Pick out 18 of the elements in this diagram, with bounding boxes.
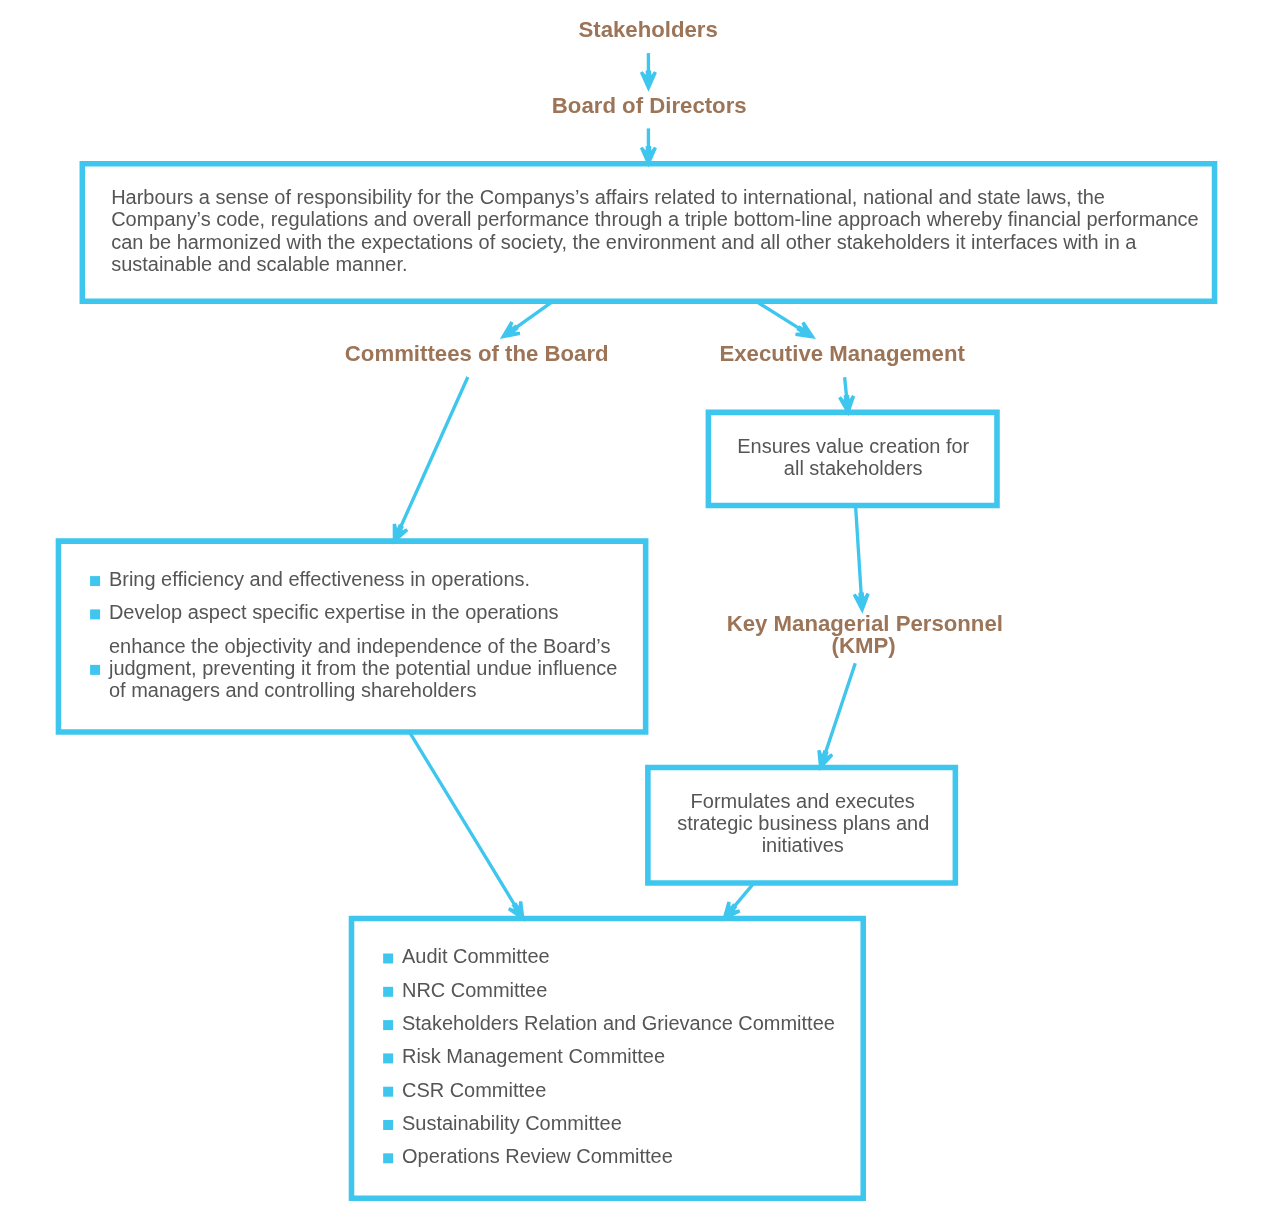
arrow: [407, 731, 524, 921]
node-text: Stakeholders: [578, 17, 718, 43]
node-text: Board of Directors: [551, 92, 747, 118]
node-box: Harbours a sense of responsibility for the Companys’s affairs related to international, national and state laws, the Company’s code, regulations and overall performance through a triple bottom-line approach whereby financial performance can be harmonized with the expectations of society, the environment and all other stakeholders it interfaces with in a sustainable and scalable manner.: [79, 160, 1217, 305]
node-text: Executive Management: [718, 341, 965, 367]
arrow: [639, 53, 657, 90]
node-text: Committees of the Board: [344, 341, 609, 367]
arrow: [639, 128, 657, 165]
node-box: Audit Committee NRC Committee Stakeholders Relation and Grievance Committee Risk Management Committee CSR Committee Sustainability Committee Operations Review Committee: [348, 915, 866, 1202]
arrow: [837, 377, 855, 414]
arrow: [852, 505, 870, 612]
node-text: Key Managerial Personnel (KMP): [726, 611, 1003, 659]
node-box: Ensures value creation for all stakeholders: [705, 409, 1000, 509]
arrow: [816, 662, 857, 769]
arrow: [722, 882, 755, 920]
node-box: Bring efficiency and effectiveness in operations. Develop aspect specific expertise in the operations enhance the objectivity and independence of the Board’s judgment, preventing it from the potential undue influence of managers and controlling shareholders: [55, 538, 648, 735]
arrow: [392, 376, 469, 543]
node-box: Formulates and executes strategic business plans and initiatives: [644, 764, 958, 886]
